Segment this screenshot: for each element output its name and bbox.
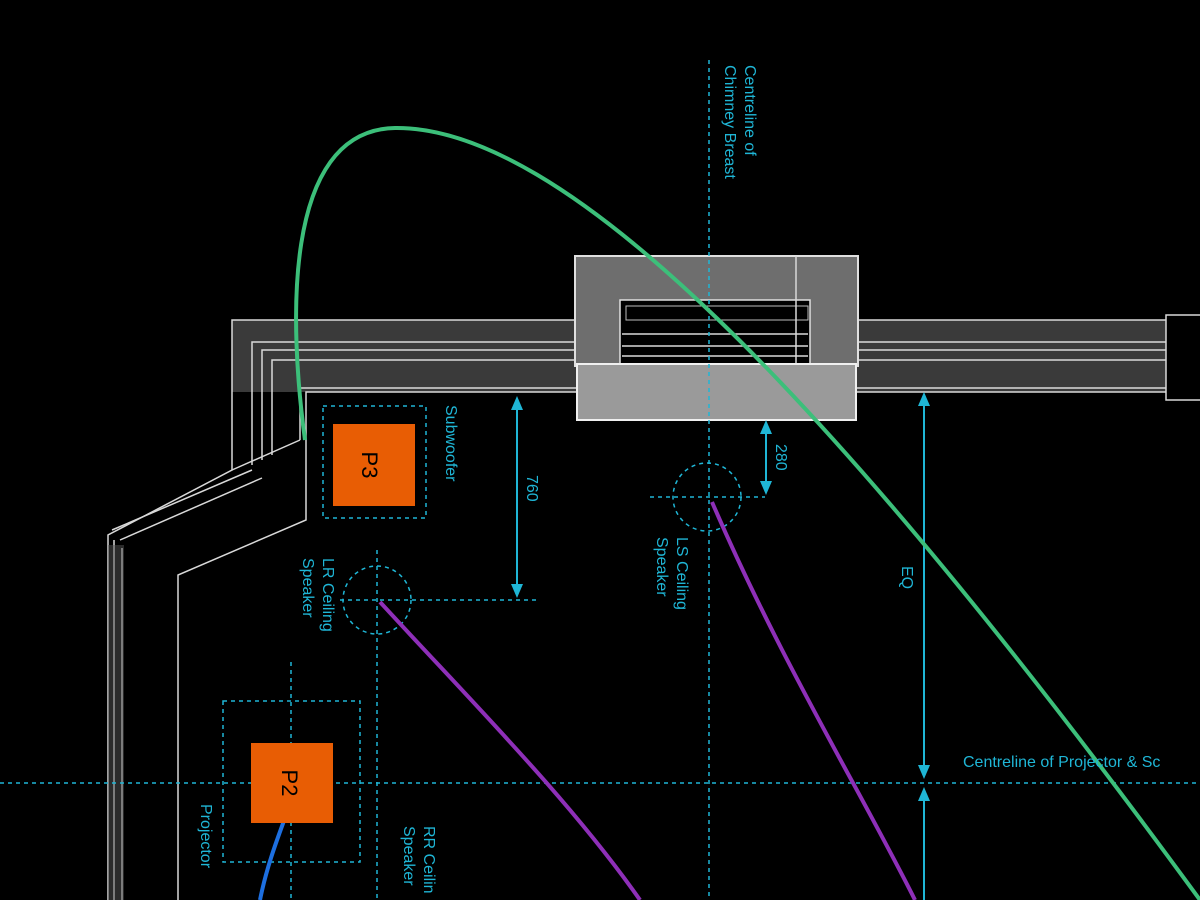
dimension-280	[760, 420, 772, 495]
green-cable	[294, 125, 1200, 900]
svg-text:Centreline of: Centreline of	[741, 65, 758, 156]
subwoofer-outline	[322, 405, 427, 519]
svg-text:Speaker: Speaker	[653, 537, 670, 597]
point-p3-box[interactable]	[333, 424, 415, 506]
svg-text:LS Ceiling: LS Ceiling	[673, 537, 690, 610]
ls-ceiling-speaker[interactable]	[672, 462, 742, 532]
wall-line-3	[261, 349, 1200, 460]
point-p2-box[interactable]	[251, 743, 333, 823]
purple-cable-lr	[378, 600, 642, 900]
label-subwoofer: Subwoofer	[442, 405, 459, 482]
projector-outline	[222, 700, 361, 863]
svg-text:LR Ceiling: LR Ceiling	[319, 558, 336, 632]
angled-wall-b	[111, 469, 253, 531]
purple-cable-ls	[710, 501, 917, 900]
lr-ceiling-speaker[interactable]	[342, 565, 412, 635]
label-ls-speaker: LS Ceiling Speaker	[653, 537, 690, 610]
label-dim-eq: EQ	[898, 566, 915, 589]
dimension-760	[511, 396, 523, 598]
label-chimney-centreline: Centreline of Chimney Breast	[721, 65, 758, 179]
point-p3[interactable]: P3	[333, 424, 415, 506]
angled-wall-c	[119, 477, 263, 541]
label-rr-speaker: RR Ceilin Speaker	[400, 826, 437, 894]
svg-text:Speaker: Speaker	[299, 558, 316, 618]
point-p2-label: P2	[277, 770, 302, 797]
dimension-eq	[918, 392, 930, 900]
point-p2[interactable]: P2	[251, 743, 333, 823]
label-projector-centreline: Centreline of Projector & Sc	[963, 754, 1160, 771]
wall-line-4	[271, 359, 1200, 455]
point-p3-label: P3	[357, 452, 382, 479]
wall-end-detail	[1165, 314, 1200, 401]
wall-line-2	[251, 341, 1200, 465]
chimney-breast	[574, 255, 859, 421]
label-projector: Projector	[197, 804, 214, 869]
blue-cable	[258, 817, 287, 900]
svg-text:RR Ceilin: RR Ceilin	[420, 826, 437, 894]
label-lr-speaker: LR Ceiling Speaker	[299, 558, 336, 632]
svg-text:Speaker: Speaker	[400, 826, 417, 886]
svg-text:Chimney Breast: Chimney Breast	[721, 65, 738, 179]
label-dim-760: 760	[523, 475, 540, 502]
hearth	[576, 363, 857, 421]
wall-line-inner-2	[177, 391, 1200, 900]
label-dim-280: 280	[772, 444, 789, 471]
wall-left-fill	[108, 545, 124, 900]
angled-wall-a	[231, 439, 301, 471]
